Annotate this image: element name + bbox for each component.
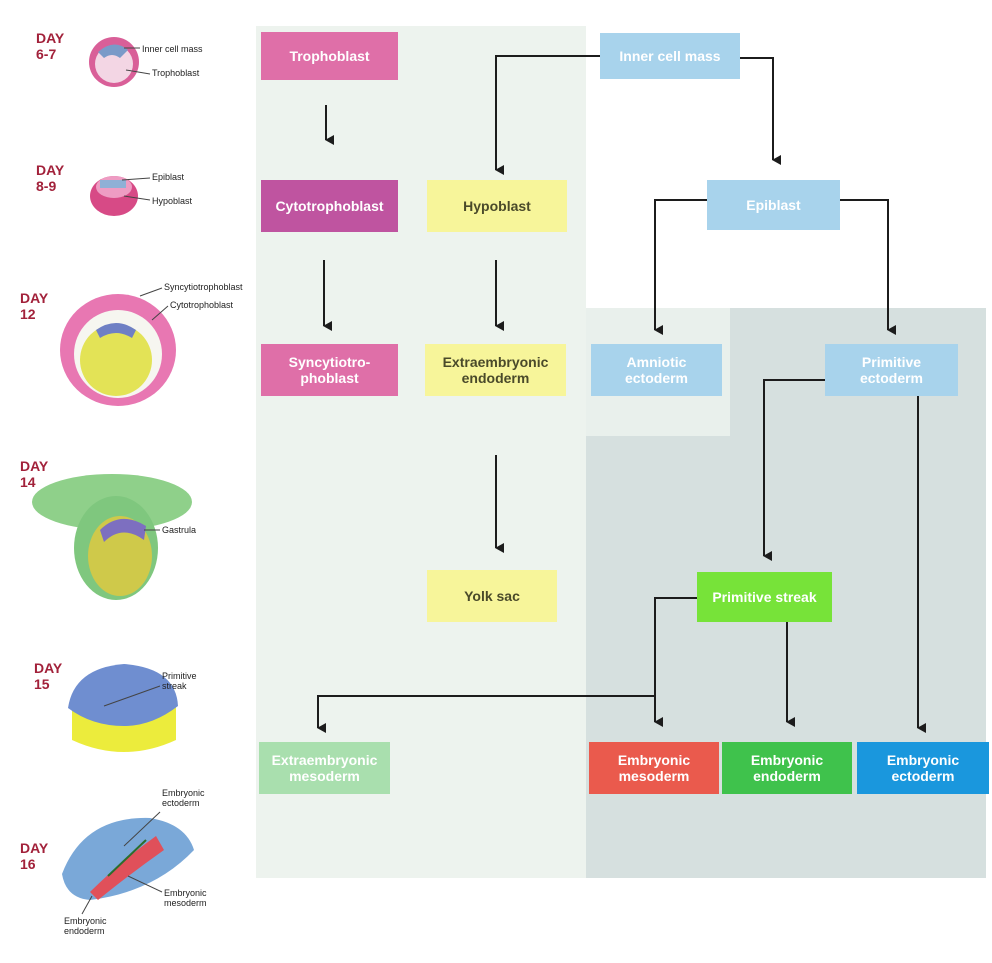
day-label-14: DAY 14: [20, 458, 49, 490]
node-primitive-ectoderm: Primitive ectoderm: [825, 344, 958, 396]
day-8-9-embryo-illustration: [90, 176, 151, 216]
node-epiblast: Epiblast: [707, 180, 840, 230]
annotation-trophoblast: Trophoblast: [152, 68, 200, 78]
annotation-syncytiotrophoblast: Syncytiotrophoblast: [164, 282, 243, 292]
node-cytotrophoblast: Cytotrophoblast: [261, 180, 398, 232]
annotation-embryonic-ectoderm: Embryonic ectoderm: [162, 788, 205, 808]
node-trophoblast: Trophoblast: [261, 32, 398, 80]
annotation-embryonic-mesoderm: Embryonic mesoderm: [164, 888, 207, 908]
annotation-inner-cell-mass: Inner cell mass: [142, 44, 203, 54]
day-label-6-7: DAY 6-7: [36, 30, 65, 62]
node-syncytiotrophoblast: Syncytiotro- phoblast: [261, 344, 398, 396]
extraembryonic-panel: [256, 26, 586, 878]
day-label-16: DAY 16: [20, 840, 49, 872]
annotation-primitive-streak: Primitive streak: [162, 671, 197, 691]
arrow-epiblast-primitive-ectoderm: [840, 199, 896, 335]
day-label-15: DAY 15: [34, 660, 63, 692]
annotation-cytotrophoblast: Cytotrophoblast: [170, 300, 234, 310]
day-label-8-9: DAY 8-9: [36, 162, 65, 194]
arrow-streak-embryonic-mesoderm: [654, 597, 697, 727]
arrow-icm-epiblast: [740, 57, 781, 165]
annotation-epiblast: Epiblast: [152, 172, 185, 182]
day-12-embryo-illustration: [60, 287, 176, 406]
node-embryonic-ectoderm: Embryonic ectoderm: [857, 742, 989, 794]
arrow-icm-hypoblast: [495, 55, 600, 175]
gastrula-illustration: [32, 474, 192, 600]
node-yolk-sac: Yolk sac: [427, 570, 557, 622]
node-extraembryonic-mesoderm: Extraembryonic mesoderm: [259, 742, 390, 794]
annotation-hypoblast: Hypoblast: [152, 196, 193, 206]
day-15-embryo-illustration: [68, 664, 178, 752]
annotation-gastrula: Gastrula: [162, 525, 197, 535]
arrow-streak-extraembryonic-mesoderm: [317, 695, 655, 733]
node-inner-cell-mass: Inner cell mass: [600, 33, 740, 79]
node-extraembryonic-endoderm: Extraembryonic endoderm: [425, 344, 566, 396]
node-amniotic-ectoderm: Amniotic ectoderm: [591, 344, 722, 396]
node-hypoblast: Hypoblast: [427, 180, 567, 232]
day-label-12: DAY 12: [20, 290, 49, 322]
arrow-epiblast-amniotic: [654, 199, 707, 335]
day-16-embryo-illustration: [62, 811, 194, 915]
node-embryonic-mesoderm: Embryonic mesoderm: [589, 742, 719, 794]
node-primitive-streak: Primitive streak: [697, 572, 832, 622]
arrow-primitive-ectoderm-streak: [763, 379, 825, 561]
node-embryonic-endoderm: Embryonic endoderm: [722, 742, 852, 794]
annotation-embryonic-endoderm: Embryonic endoderm: [64, 916, 107, 936]
blastocyst-illustration: [89, 37, 151, 87]
